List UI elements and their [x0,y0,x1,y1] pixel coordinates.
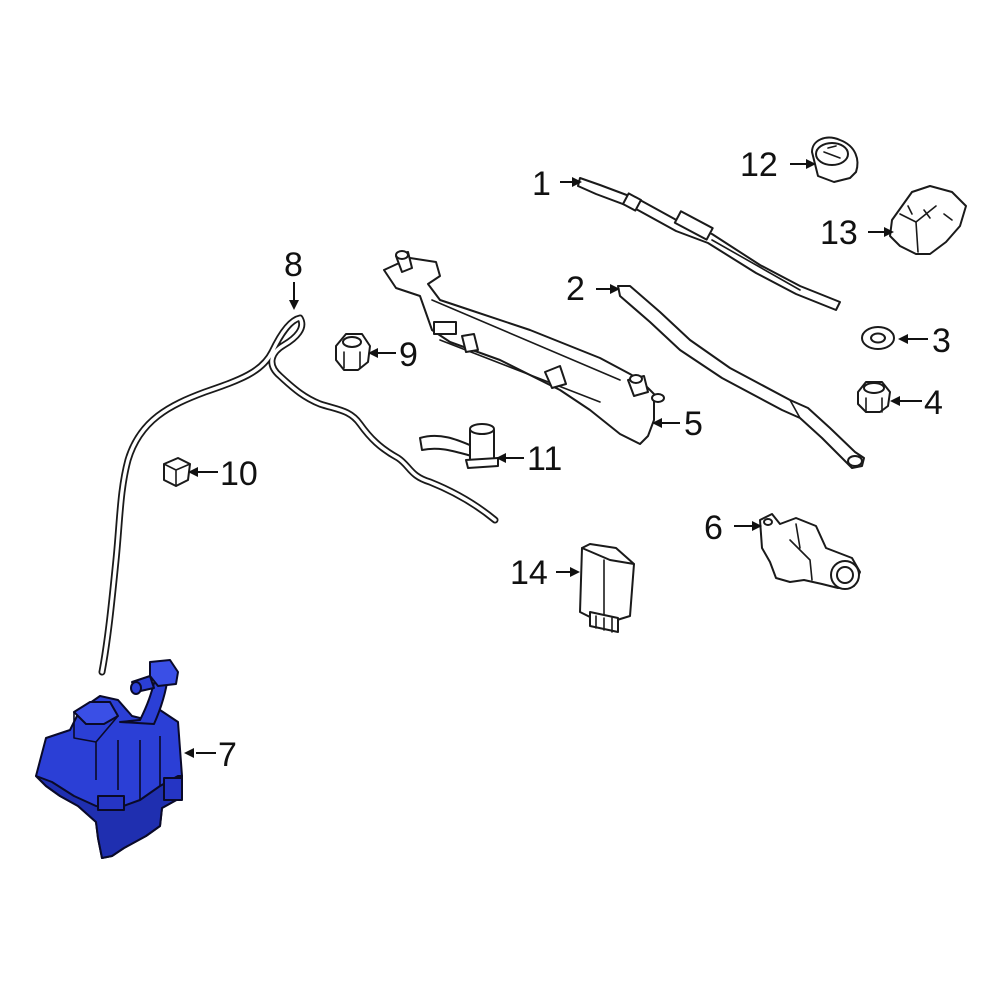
callout-5[interactable]: 5 [684,405,703,443]
nut[interactable] [857,381,891,413]
leader-8-arrow [289,300,299,310]
leader-1-arrow [572,177,582,187]
callout-1[interactable]: 1 [532,165,551,203]
cover[interactable] [889,185,967,255]
clip[interactable] [163,457,191,487]
control-module[interactable] [579,543,635,633]
callout-14[interactable]: 14 [510,554,548,592]
leader-7-arrow [184,748,194,758]
callout-11[interactable]: 11 [527,440,562,478]
leader-6-arrow [752,521,762,531]
cap[interactable] [811,136,859,183]
callout-6[interactable]: 6 [704,509,723,547]
leader-5-arrow [652,418,662,428]
callout-3[interactable]: 3 [932,322,951,360]
hex-nut[interactable] [335,333,371,371]
callout-4[interactable]: 4 [924,384,943,422]
leader-12-arrow [806,159,816,169]
washer-reservoir[interactable] [35,659,183,859]
wiper-linkage[interactable] [383,250,665,445]
leader-11-arrow [496,453,506,463]
callout-9[interactable]: 9 [399,336,418,374]
leaders [184,159,928,758]
wiper-arm[interactable] [617,285,865,469]
wiper-blade[interactable] [577,177,841,311]
callout-12[interactable]: 12 [740,146,778,184]
leader-9-arrow [368,348,378,358]
leader-14-arrow [570,567,580,577]
callout-7[interactable]: 7 [218,736,237,774]
leader-2-arrow [610,284,620,294]
leader-4-arrow [890,396,900,406]
leader-10-arrow [188,467,198,477]
callout-8[interactable]: 8 [284,246,303,284]
washer-hose[interactable] [98,314,499,676]
washer[interactable] [861,326,895,350]
wiper-motor[interactable] [759,513,861,590]
washer-pump-hose[interactable] [419,423,499,469]
leader-3-arrow [898,334,908,344]
callout-10[interactable]: 10 [220,455,258,493]
callout-2[interactable]: 2 [566,270,585,308]
leader-13-arrow [884,227,894,237]
callout-13[interactable]: 13 [820,214,858,252]
callout-labels: 1 2 3 4 5 6 7 8 9 10 11 12 13 14 [218,146,951,774]
